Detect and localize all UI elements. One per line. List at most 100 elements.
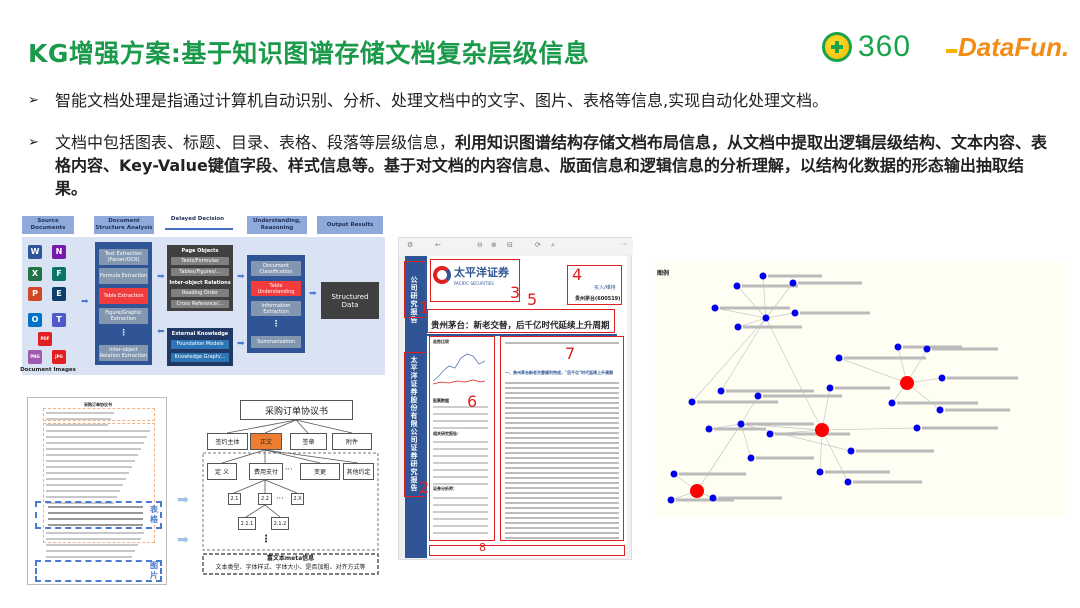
node-label-placeholder [743,325,802,329]
table-row-line [48,518,143,520]
graph-node[interactable] [747,454,755,462]
node-label-placeholder [763,394,842,398]
graph-node[interactable] [670,470,678,478]
graph-node[interactable] [791,309,799,317]
region-box-2 [404,352,426,497]
graph-canvas[interactable] [655,262,1065,517]
fit-page-icon[interactable]: ⊟ [507,241,513,249]
graph-node[interactable] [759,272,767,280]
node-label-placeholder [825,470,890,474]
arrow-bullet-icon: ➢ [28,93,39,108]
graph-node[interactable] [734,323,742,331]
delayed-decision-arrow-icon [165,228,233,230]
tree-node: 签章 [290,433,327,450]
arrow-right-icon: ➡ [237,339,245,349]
text-line [505,382,619,384]
logo-datafun-text: DataFun. [958,32,1070,62]
text-line [505,492,619,494]
graph-node[interactable] [688,398,696,406]
graph-node[interactable] [737,420,745,428]
party-region [43,408,155,421]
graph-node[interactable] [913,424,921,432]
graph-node[interactable] [789,279,797,287]
table-extraction-item: Table Extraction [99,288,148,304]
text-line [505,387,619,389]
node-label-placeholder [798,281,862,285]
external-knowledge-box: External Knowledge Foundation Models Kno… [167,328,233,366]
graph-hub-node[interactable] [762,314,770,322]
text-line [505,432,619,434]
bullet-text: 文档中包括图表、标题、目录、表格、段落等层级信息，利用知识图谱结构存储文档布局信… [55,131,1048,200]
text-line [46,448,141,450]
graph-node[interactable] [711,304,719,312]
page-objects-title: Page Objects [181,248,219,254]
image-region-label: 图片 [150,561,158,580]
search-icon[interactable]: ⌕ [551,241,555,249]
node-label-placeholder [718,496,782,500]
more-icon[interactable]: ⋯ [621,240,628,248]
logo-text: 太平洋证券 [454,266,509,279]
zoom-out-icon[interactable]: ⊖ [477,241,483,249]
analyst-label: 证券分析师： [433,486,457,491]
text-line [505,467,619,469]
node-label-placeholder [844,356,926,360]
graph-node[interactable] [667,496,675,504]
sidebar-top-text: 公司研究报告 [410,276,418,324]
text-line [433,497,488,499]
zoom-in-icon[interactable]: ⊕ [491,241,497,249]
graph-edge [765,312,796,319]
graph-hub-node[interactable] [900,376,914,390]
node-label-placeholder [768,274,822,278]
text-line [46,496,117,498]
settings-icon[interactable]: ⚙ [407,241,414,249]
tree-ellipsis: ··· [276,494,284,503]
graph-node[interactable] [709,494,717,502]
related-label: 相关研究报告： [433,431,461,436]
text-line [46,550,135,552]
graph-node[interactable] [923,345,931,353]
text-line [505,477,619,479]
text-line [46,430,150,432]
tree-node: 2.1.2 [271,517,289,530]
text-line [505,392,619,394]
graph-node[interactable] [816,468,824,476]
graph-hub-node[interactable] [815,423,829,437]
tree-node: 2.1.1 [238,517,256,530]
page-object-item: Texts/Formulas [171,257,229,265]
document-images-caption: Document Images [20,367,76,373]
text-line [46,484,123,486]
text-line [433,455,488,457]
graph-node[interactable] [938,374,946,382]
graph-hub-node[interactable] [690,484,704,498]
graph-node[interactable] [894,343,902,351]
rotate-icon[interactable]: ⟳ [535,241,541,249]
text-line [433,532,488,534]
region-number: 4 [572,265,583,284]
graph-node[interactable] [766,430,774,438]
logo-360: 360 [822,30,911,64]
text-line [46,472,129,474]
graph-node[interactable] [847,447,855,455]
region-number: 3 [510,283,521,302]
back-icon[interactable]: ← [435,241,441,249]
foundation-models-item: Foundation Models [171,340,229,349]
graph-edge [720,317,767,392]
region-box-7 [500,336,624,541]
graph-node[interactable] [717,387,725,395]
graph-node[interactable] [705,425,713,433]
graph-node[interactable] [754,392,762,400]
node-label-placeholder [922,426,998,430]
graph-node[interactable] [844,478,852,486]
graph-node[interactable] [826,384,834,392]
graph-node[interactable] [936,406,944,414]
node-label-placeholder [853,480,922,484]
graph-node[interactable] [835,354,843,362]
text-line [433,462,488,464]
node-label-placeholder [932,347,998,351]
graph-node[interactable] [733,282,741,290]
graph-node[interactable] [888,399,896,407]
text-line [46,436,147,438]
section-heading: 一、贵州茅台新老交替顺利完成，"后千亿"时代延续上升周期 [505,370,614,375]
graph-edge [838,357,908,384]
header-output: Output Results [317,216,383,234]
